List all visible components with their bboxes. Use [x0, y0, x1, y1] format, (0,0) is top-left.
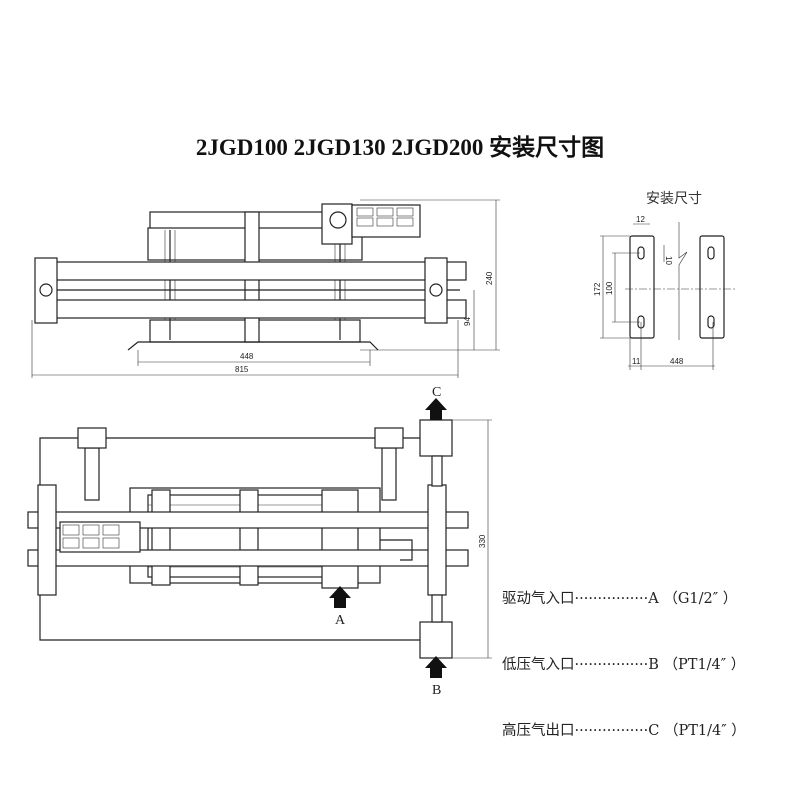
port-a-arrow — [329, 586, 351, 608]
legend-row: 高压气出口················C （PT1/4″ ） — [502, 720, 746, 742]
legend-port: A — [648, 591, 659, 607]
dim-overall: 815 — [235, 365, 249, 374]
dim-mount-height: 172 — [593, 282, 602, 296]
dim-edge: 11 — [632, 357, 641, 366]
mount-view: 安装尺寸 172 100 12 10 11 448 — [593, 191, 735, 370]
legend-dots: ················ — [574, 657, 649, 673]
legend-name: 低压气入口 — [502, 657, 575, 673]
legend-name: 高压气出口 — [502, 723, 575, 739]
dim-base: 448 — [240, 352, 254, 361]
dim-height: 240 — [485, 271, 494, 285]
legend-port: B — [648, 657, 659, 673]
drawing-title: 2JGD100 2JGD130 2JGD200 安装尺寸图 — [195, 135, 605, 160]
port-c-label: C — [432, 385, 441, 400]
dim-top-height: 330 — [478, 534, 487, 548]
legend-spec: （G1/2″ ） — [663, 591, 738, 607]
port-a-label: A — [335, 613, 346, 628]
legend-row: 驱动气入口················A （G1/2″ ） — [502, 588, 746, 610]
dim-slot-w: 12 — [636, 215, 645, 224]
legend-name: 驱动气入口 — [502, 591, 575, 607]
port-c-arrow — [425, 398, 447, 420]
legend-port: C — [648, 723, 660, 739]
front-view: 240 94 448 815 — [31, 199, 500, 378]
mount-title: 安装尺寸 — [646, 191, 702, 207]
port-legend: 驱动气入口················A （G1/2″ ） 低压气入口···… — [502, 544, 746, 764]
top-view: C B A 330 — [27, 385, 492, 698]
dim-hole-pitch: 100 — [605, 281, 614, 295]
dim-spacing: 448 — [670, 357, 684, 366]
legend-dots: ················ — [574, 723, 649, 739]
legend-dots: ················ — [574, 591, 649, 607]
dim-slot-h: 10 — [664, 256, 673, 265]
port-b-arrow — [425, 656, 447, 678]
dim-lower: 94 — [463, 317, 472, 326]
legend-row: 低压气入口················B （PT1/4″ ） — [502, 654, 746, 676]
legend-spec: （PT1/4″ ） — [663, 723, 746, 739]
legend-spec: （PT1/4″ ） — [663, 657, 746, 673]
port-b-label: B — [432, 683, 441, 698]
